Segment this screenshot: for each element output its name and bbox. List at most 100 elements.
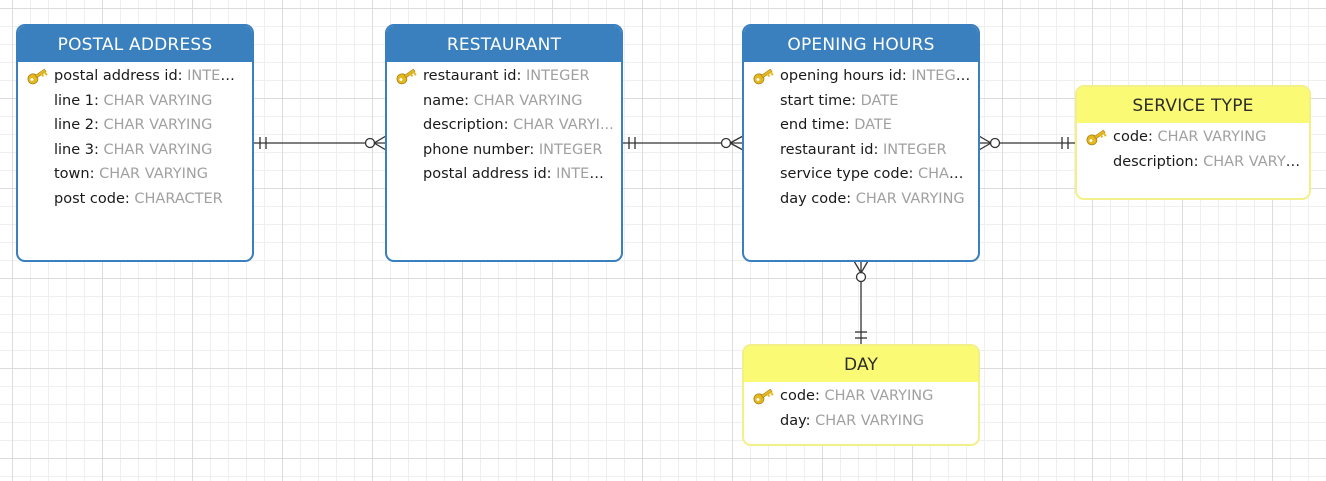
field-name: description bbox=[423, 117, 504, 134]
entity-field-row[interactable]: restaurant id: INTEGER bbox=[387, 64, 621, 89]
field-name: name bbox=[423, 92, 465, 109]
field-type: CHAR VARYING bbox=[855, 190, 965, 207]
entity-field-row[interactable]: phone number: INTEGER bbox=[387, 138, 621, 163]
field-separator: : bbox=[94, 117, 104, 134]
entity-title: POSTAL ADDRESS bbox=[18, 26, 252, 62]
entity-field-row[interactable]: postal address id: INTEGER bbox=[18, 64, 252, 89]
field-type: CHAR VARYI... bbox=[1203, 153, 1304, 170]
field-separator: : bbox=[177, 68, 188, 84]
field-separator: : bbox=[901, 68, 912, 84]
field-separator: : bbox=[1193, 153, 1204, 170]
field-type: INTEGER bbox=[911, 68, 975, 84]
entity-field-row[interactable]: start time: DATE bbox=[744, 89, 978, 114]
field-type: CHAR VARYING bbox=[103, 92, 213, 109]
entity-field-row[interactable]: line 1: CHAR VARYING bbox=[18, 89, 252, 114]
entity-title: OPENING HOURS bbox=[744, 26, 978, 62]
primary-key-icon bbox=[753, 388, 774, 405]
field-separator: : bbox=[873, 141, 883, 158]
entity-field-row[interactable]: post code: CHARACTER bbox=[18, 187, 252, 212]
entity-field-row[interactable]: opening hours id: INTEGER bbox=[744, 64, 978, 89]
relationship-day-opening-hours[interactable] bbox=[853, 260, 869, 345]
entity-field-row[interactable]: day: CHAR VARYING bbox=[744, 409, 978, 434]
entity-field-row[interactable]: end time: DATE bbox=[744, 113, 978, 138]
entity-field-row[interactable]: day code: CHAR VARYING bbox=[744, 187, 978, 212]
field-separator: : bbox=[94, 92, 104, 109]
entity-field-row[interactable]: service type code: CHAR ... bbox=[744, 162, 978, 187]
field-separator: : bbox=[529, 141, 539, 158]
field-name: post code bbox=[54, 190, 125, 207]
entity-field-row[interactable]: town: CHAR VARYING bbox=[18, 162, 252, 187]
field-name: service type code bbox=[780, 166, 909, 183]
primary-key-icon bbox=[1086, 129, 1107, 146]
field-name: town bbox=[54, 166, 90, 183]
field-type: INTEGER bbox=[882, 141, 947, 158]
field-type: CHAR ... bbox=[918, 166, 978, 183]
entity-field-row[interactable]: line 3: CHAR VARYING bbox=[18, 138, 252, 163]
entity-postal-address[interactable]: POSTAL ADDRESS postal address id: INTEGE… bbox=[16, 24, 254, 262]
entity-field-row[interactable]: name: CHAR VARYING bbox=[387, 89, 621, 114]
field-type: DATE bbox=[860, 92, 899, 109]
field-separator: : bbox=[124, 190, 135, 207]
field-type: CHAR VARYING bbox=[815, 412, 925, 429]
entity-field-row[interactable]: description: CHAR VARYI... bbox=[387, 113, 621, 138]
relationship-restaurant-opening-hours[interactable] bbox=[622, 135, 744, 151]
relationship-service-type-opening-hours[interactable] bbox=[978, 135, 1076, 151]
field-separator: : bbox=[464, 92, 474, 109]
field-name: restaurant id bbox=[423, 68, 517, 84]
entity-field-row[interactable]: restaurant id: INTEGER bbox=[744, 138, 978, 163]
field-type: CHAR VARYING bbox=[103, 117, 213, 134]
field-name: day bbox=[780, 412, 806, 429]
primary-key-icon bbox=[27, 68, 48, 85]
field-separator: : bbox=[844, 117, 855, 134]
entity-field-row[interactable]: code: CHAR VARYING bbox=[744, 384, 978, 409]
field-separator: : bbox=[89, 166, 100, 183]
primary-key-icon bbox=[753, 68, 774, 85]
field-type: INTEGER bbox=[525, 68, 590, 84]
entity-field-row[interactable]: description: CHAR VARYI... bbox=[1077, 150, 1309, 175]
field-name: description bbox=[1113, 153, 1194, 170]
field-type: INTEGER bbox=[187, 68, 251, 84]
field-separator: : bbox=[846, 190, 856, 207]
field-name: line 3 bbox=[54, 141, 95, 158]
field-name: end time bbox=[780, 117, 845, 134]
field-type: CHAR VARYING bbox=[824, 388, 934, 404]
field-name: code bbox=[1113, 129, 1148, 145]
field-type: INTEGER bbox=[538, 141, 603, 158]
field-name: start time bbox=[780, 92, 852, 109]
entity-field-row[interactable]: code: CHAR VARYING bbox=[1077, 125, 1309, 150]
entity-title: DAY bbox=[744, 346, 978, 382]
field-name: postal address id bbox=[423, 166, 547, 183]
field-name: line 2 bbox=[54, 117, 95, 134]
field-type: CHAR VARYI... bbox=[513, 117, 614, 134]
entity-field-row[interactable]: postal address id: INTEGER bbox=[387, 162, 621, 187]
field-type: CHAR VARYING bbox=[1157, 129, 1267, 145]
field-separator: : bbox=[546, 166, 557, 183]
primary-key-icon bbox=[396, 68, 417, 85]
field-separator: : bbox=[503, 117, 514, 134]
field-separator: : bbox=[908, 166, 919, 183]
field-separator: : bbox=[851, 92, 861, 109]
field-type: CHAR VARYING bbox=[473, 92, 583, 109]
entity-field-row[interactable]: line 2: CHAR VARYING bbox=[18, 113, 252, 138]
field-type: DATE bbox=[854, 117, 892, 134]
field-type: CHARACTER bbox=[134, 190, 223, 207]
entity-title: RESTAURANT bbox=[387, 26, 621, 62]
field-type: INTEGER bbox=[556, 166, 620, 183]
field-name: restaurant id bbox=[780, 141, 874, 158]
field-type: CHAR VARYING bbox=[99, 166, 209, 183]
field-name: phone number bbox=[423, 141, 530, 158]
entity-title: SERVICE TYPE bbox=[1077, 87, 1309, 123]
field-name: code bbox=[780, 388, 815, 404]
field-type: CHAR VARYING bbox=[103, 141, 213, 158]
field-name: day code bbox=[780, 190, 847, 207]
relationship-postal-address-restaurant[interactable] bbox=[253, 135, 387, 151]
field-name: opening hours id bbox=[780, 68, 902, 84]
